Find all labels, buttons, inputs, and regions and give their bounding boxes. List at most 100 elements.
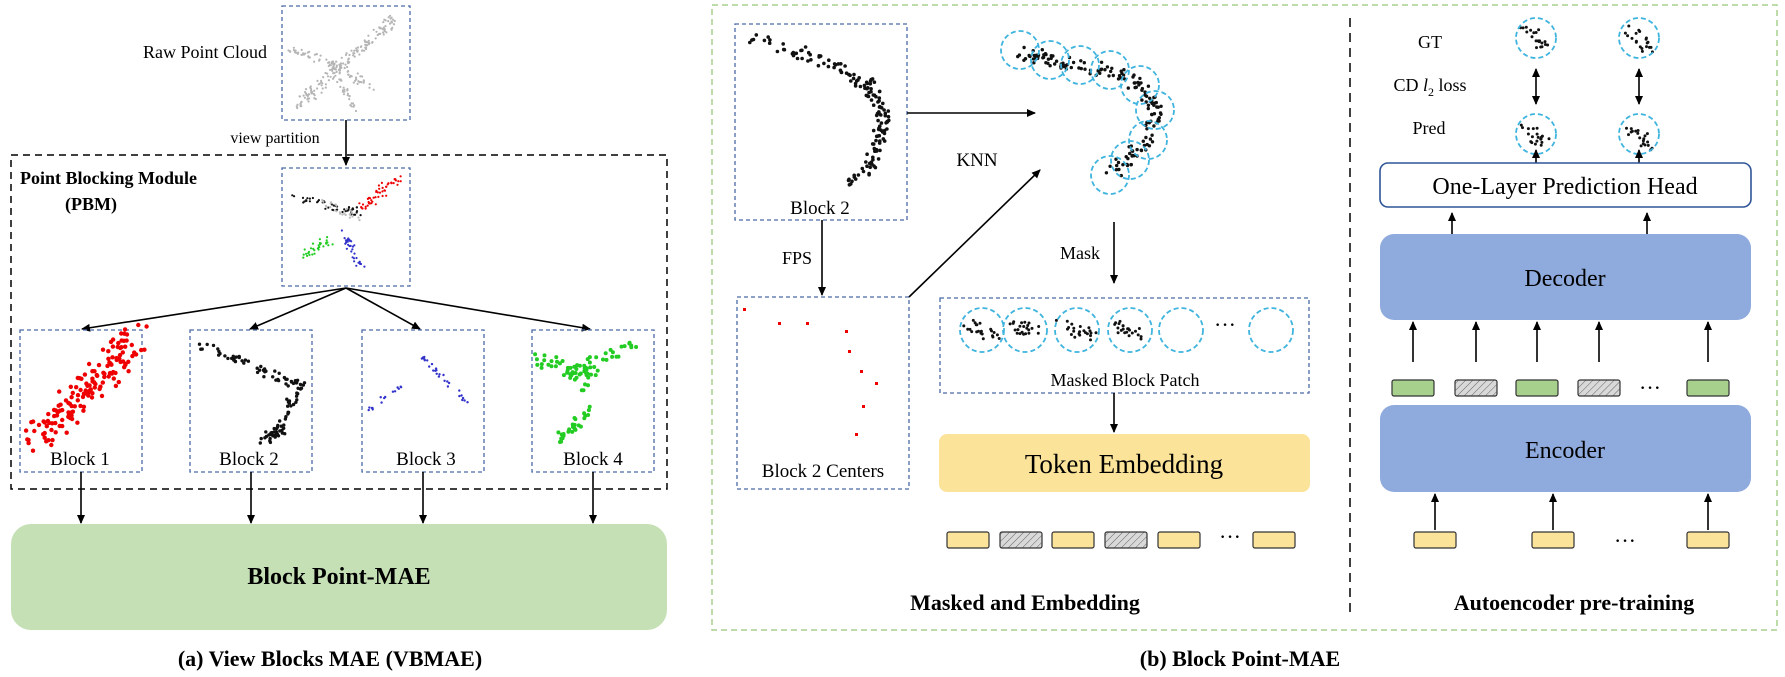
decoder-box	[1380, 234, 1751, 320]
raw-point	[320, 91, 323, 94]
partition-point	[346, 238, 349, 241]
masked-patch-point	[1121, 324, 1125, 328]
raw-point	[345, 52, 348, 55]
raw-point	[335, 60, 338, 63]
masked-patch-point	[1116, 326, 1120, 330]
raw-point	[362, 79, 365, 82]
embedded-token	[999, 531, 1043, 549]
embedded-tokens-row	[946, 531, 1296, 549]
block-2-detail-point	[851, 76, 856, 81]
block-1-point	[23, 428, 29, 433]
partition-point	[399, 175, 402, 178]
gt-pred-point	[1540, 41, 1544, 45]
partition-point	[344, 210, 347, 213]
knn-point	[1104, 171, 1109, 175]
partition-point	[351, 207, 354, 210]
block-2-point	[255, 370, 260, 375]
raw-point	[374, 37, 377, 40]
raw-point	[310, 88, 313, 91]
knn-point	[1117, 167, 1121, 172]
loss-label-l: l	[1423, 75, 1428, 95]
gt-pred-point	[1629, 127, 1633, 131]
partition-point	[341, 210, 344, 214]
block-2-point	[282, 375, 287, 380]
block-4-point	[586, 413, 591, 417]
block-2-detail-point	[874, 134, 879, 139]
partition-point	[353, 260, 356, 263]
masked-patch-point	[1022, 325, 1026, 328]
partition-point	[308, 197, 311, 200]
gt-pred-point	[1643, 134, 1647, 138]
partition-point	[357, 216, 360, 219]
partition-point	[380, 181, 383, 184]
block-4-point	[576, 423, 581, 428]
gt-pred-point	[1531, 127, 1535, 131]
masked-patch-point	[1127, 334, 1131, 338]
block-2-point	[282, 423, 286, 427]
block-4-point	[539, 365, 544, 370]
raw-point	[326, 75, 330, 78]
raw-point	[392, 23, 396, 26]
gt-pred-point	[1634, 31, 1638, 35]
block-1-point	[111, 369, 116, 375]
block-2-detail-point	[869, 87, 873, 91]
partition-point	[307, 250, 311, 253]
raw-point	[287, 49, 290, 52]
knn-point	[1121, 163, 1125, 167]
knn-point	[1132, 73, 1136, 77]
raw-point	[332, 67, 335, 70]
block-2-detail-point	[874, 138, 878, 143]
encoder-label: Encoder	[1525, 438, 1605, 464]
knn-point	[1122, 68, 1126, 72]
block-1-point	[81, 391, 87, 396]
partition-point	[324, 207, 327, 210]
partition-point	[316, 201, 319, 204]
center-point	[848, 350, 851, 353]
block-4-point	[582, 363, 587, 368]
block-2-point	[223, 354, 227, 358]
masked-patch-point	[1139, 335, 1143, 339]
masked-patch-point	[1008, 322, 1012, 326]
knn-point	[1044, 52, 1048, 57]
masked-patch-point	[1018, 332, 1022, 336]
block-1-point	[102, 374, 107, 380]
block-4-point	[573, 417, 578, 422]
raw-point	[382, 31, 385, 34]
block-2-detail-point	[877, 96, 882, 100]
block-2-detail-point	[865, 94, 870, 98]
partition-point	[305, 199, 308, 202]
block-2-detail-point	[826, 64, 831, 69]
raw-point	[329, 75, 332, 78]
block-point-mae-label: Block Point-MAE	[247, 564, 430, 590]
block-2-detail-point	[803, 45, 808, 49]
partition-point	[348, 216, 351, 219]
block-3-point	[446, 385, 450, 388]
masked-patch-point	[1072, 326, 1076, 330]
block-1-point	[92, 385, 98, 390]
raw-point	[335, 70, 338, 73]
knn-point	[1122, 77, 1127, 81]
raw-point	[348, 98, 351, 101]
block-4-point	[535, 362, 540, 367]
raw-point	[354, 109, 358, 113]
partition-point	[374, 203, 377, 206]
block-4-point	[629, 345, 634, 350]
gt-pred-point	[1535, 139, 1539, 143]
gt-pred-point	[1637, 28, 1641, 32]
knn-point	[1138, 76, 1142, 81]
raw-point	[361, 49, 364, 52]
partition-point	[350, 250, 353, 253]
block-1-point	[124, 338, 129, 343]
partition-point	[322, 200, 325, 203]
block-2-point	[262, 375, 266, 379]
block-3-point	[370, 406, 374, 410]
masked-patch-point	[970, 330, 974, 334]
gt-pred-point	[1525, 30, 1529, 34]
block-2-centers-box	[736, 296, 910, 490]
block-2-detail-point	[877, 99, 881, 103]
masked-patch-point	[1137, 327, 1141, 330]
block-2-detail-point	[809, 58, 813, 62]
raw-point	[329, 68, 332, 71]
knn-point	[1140, 98, 1144, 102]
block-1-point	[75, 420, 80, 425]
